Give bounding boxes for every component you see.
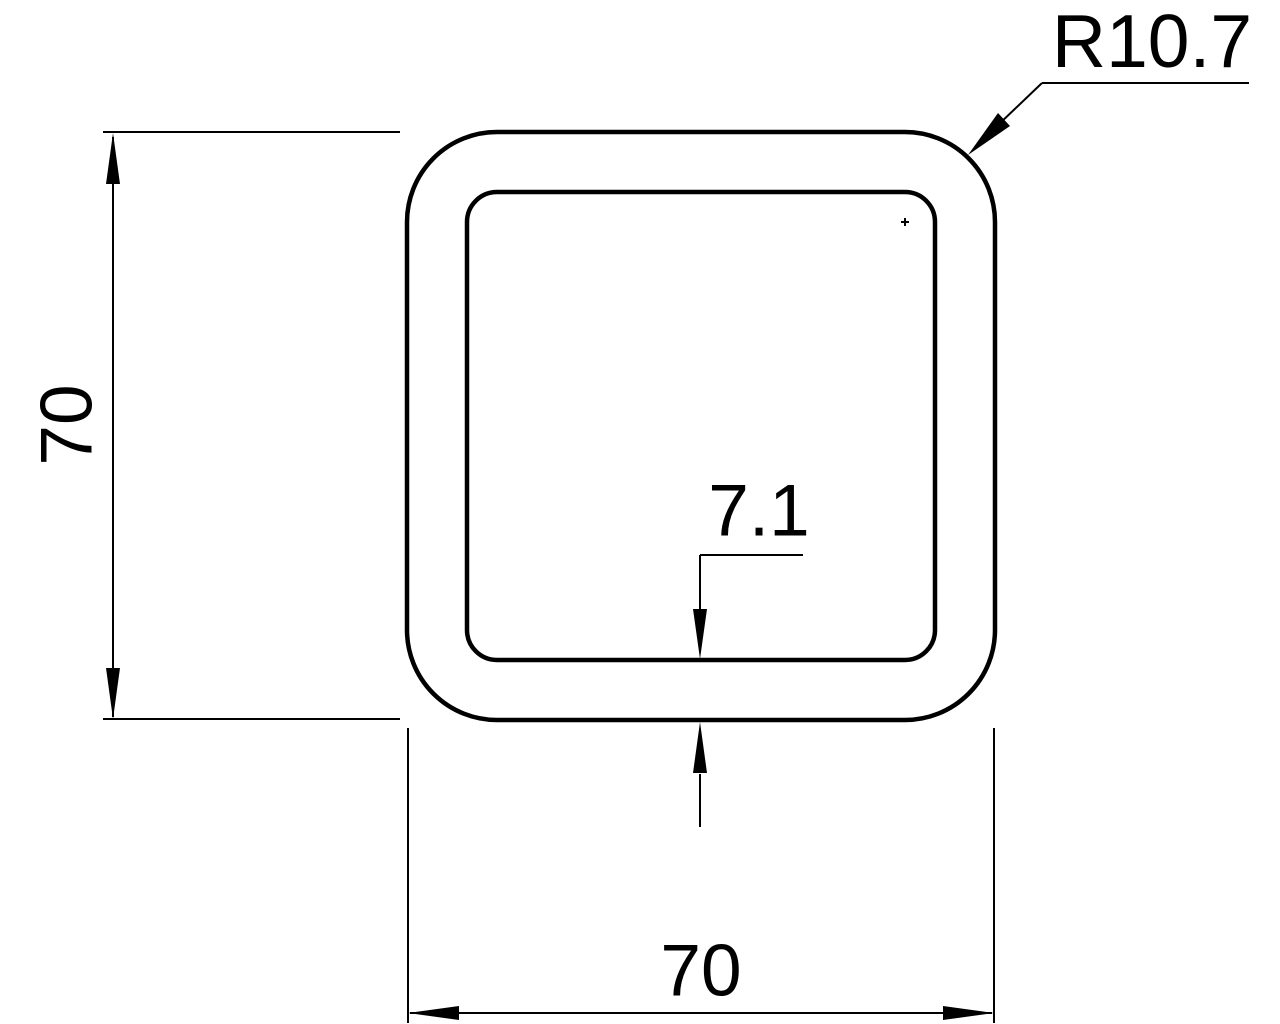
thickness-dimension: 7.1	[693, 471, 810, 827]
radius-dim-label: R10.7	[1052, 0, 1252, 83]
arrowhead-diagonal	[968, 113, 1010, 155]
arrowhead-up	[693, 722, 707, 773]
width-dimension: 70	[407, 728, 995, 1023]
arrowhead-right	[943, 1006, 994, 1020]
radius-center-mark	[901, 218, 909, 226]
height-dim-label: 70	[27, 384, 108, 465]
height-dimension: 70	[27, 131, 400, 720]
arrowhead-left	[408, 1006, 459, 1020]
tube-profile	[404, 129, 998, 723]
arrowhead-down	[693, 609, 707, 659]
radius-leader: R10.7	[968, 0, 1252, 155]
width-dim-label: 70	[660, 931, 741, 1012]
outer-profile	[404, 129, 998, 723]
inner-profile	[464, 189, 938, 663]
arrowhead-up	[106, 133, 120, 184]
thickness-dim-label: 7.1	[708, 471, 809, 552]
arrowhead-down	[106, 668, 120, 719]
